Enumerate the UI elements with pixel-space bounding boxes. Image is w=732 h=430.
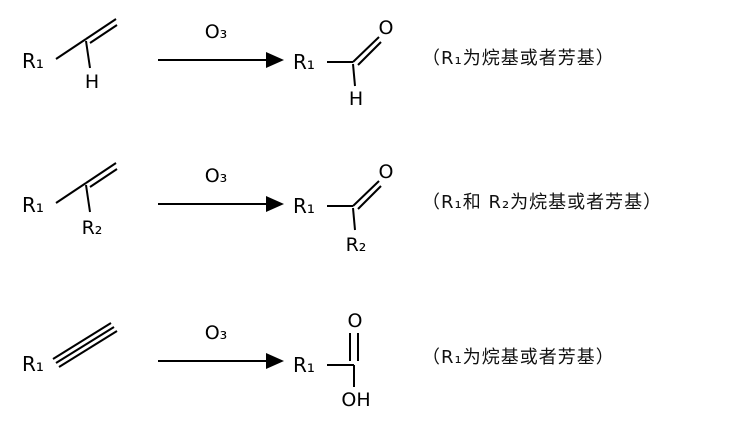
o-label: O	[379, 17, 394, 39]
o-label: O	[379, 161, 394, 183]
bond-lines	[327, 180, 382, 231]
reaction-row-1: R₁ H O₃ R₁ O H （R₁为烷基或者芳基）	[14, 6, 732, 111]
bond-lines	[55, 18, 118, 69]
reaction-arrow: O₃	[158, 21, 284, 68]
h-label: H	[85, 71, 99, 93]
note-text: （R₁为烷基或者芳基）	[422, 48, 615, 69]
arrow-shaft	[158, 353, 284, 369]
reagent-label: O₃	[205, 165, 228, 187]
bond-lines	[327, 333, 359, 387]
note-text: （R₁和 R₂为烷基或者芳基）	[422, 192, 663, 213]
carboxylic-acid-structure: O R₁ OH	[293, 310, 371, 411]
arrow-shaft	[158, 196, 284, 212]
r2-label: R₂	[346, 234, 367, 255]
o-label: O	[348, 310, 363, 332]
bond-lines	[55, 162, 118, 213]
note-text: （R₁为烷基或者芳基）	[422, 347, 615, 368]
h-label: H	[349, 88, 363, 110]
aldehyde-structure: R₁ O H	[293, 17, 394, 110]
r1-label: R₁	[293, 194, 315, 218]
alkene-structure: R₁ R₂	[22, 162, 118, 239]
bond-lines	[327, 36, 382, 87]
arrow-shaft	[158, 52, 284, 68]
reagent-label: O₃	[205, 322, 228, 344]
r1-label: R₁	[22, 193, 44, 217]
bond-lines	[52, 322, 118, 368]
reaction-arrow: O₃	[158, 322, 284, 369]
alkyne-structure: R₁	[22, 322, 118, 376]
alkene-structure: R₁ H	[22, 18, 118, 93]
reaction-arrow: O₃	[158, 165, 284, 212]
r1-label: R₁	[22, 49, 44, 73]
r1-label: R₁	[293, 50, 315, 74]
oh-label: OH	[341, 389, 370, 411]
reaction-row-3: R₁ O₃ O R₁ OH （R₁为烷基或者芳基）	[14, 305, 732, 423]
ketone-structure: R₁ O R₂	[293, 161, 394, 255]
r1-label: R₁	[22, 352, 44, 376]
reagent-label: O₃	[205, 21, 228, 43]
r1-label: R₁	[293, 353, 315, 377]
r2-label: R₂	[82, 217, 103, 239]
reaction-row-2: R₁ R₂ O₃ R₁ O R₂ （R₁和 R₂为烷基或者芳基）	[14, 150, 732, 255]
